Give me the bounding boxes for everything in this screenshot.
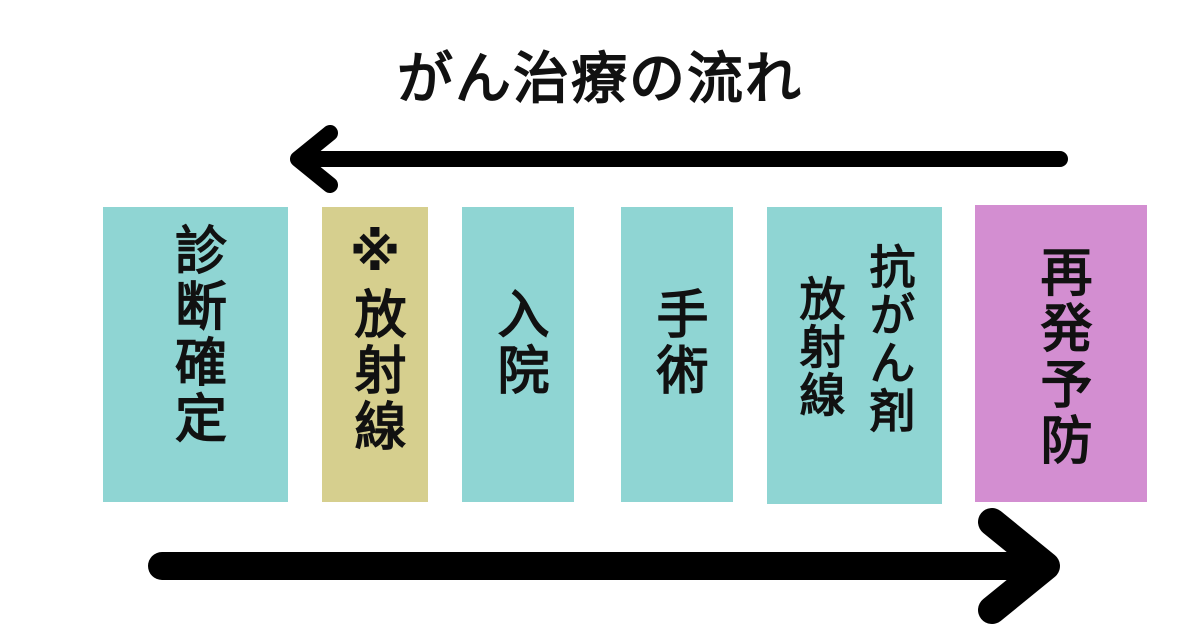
step-admission-box: 入院 (462, 207, 574, 502)
step-label-line-2: 放射線 (792, 275, 847, 419)
step-recurrence-prevention-box: 再発予防 (975, 205, 1147, 502)
step-label: 入院 (488, 287, 548, 399)
diagram-title: がん治療の流れ (397, 47, 803, 112)
step-label: 再発予防 (1031, 245, 1091, 469)
step-label: 手術 (647, 287, 707, 399)
step-label: ※放射線 (345, 223, 405, 455)
step-surgery-box: 手術 (621, 207, 733, 502)
step-diagnosis-box: 診断確定 (103, 207, 288, 502)
step-chemo-radiation-box: 抗がん剤 放射線 (767, 207, 942, 504)
step-label-line-1: 抗がん剤 (862, 243, 917, 435)
step-label: 診断確定 (165, 223, 226, 447)
step-radiation-box: ※放射線 (322, 207, 428, 502)
